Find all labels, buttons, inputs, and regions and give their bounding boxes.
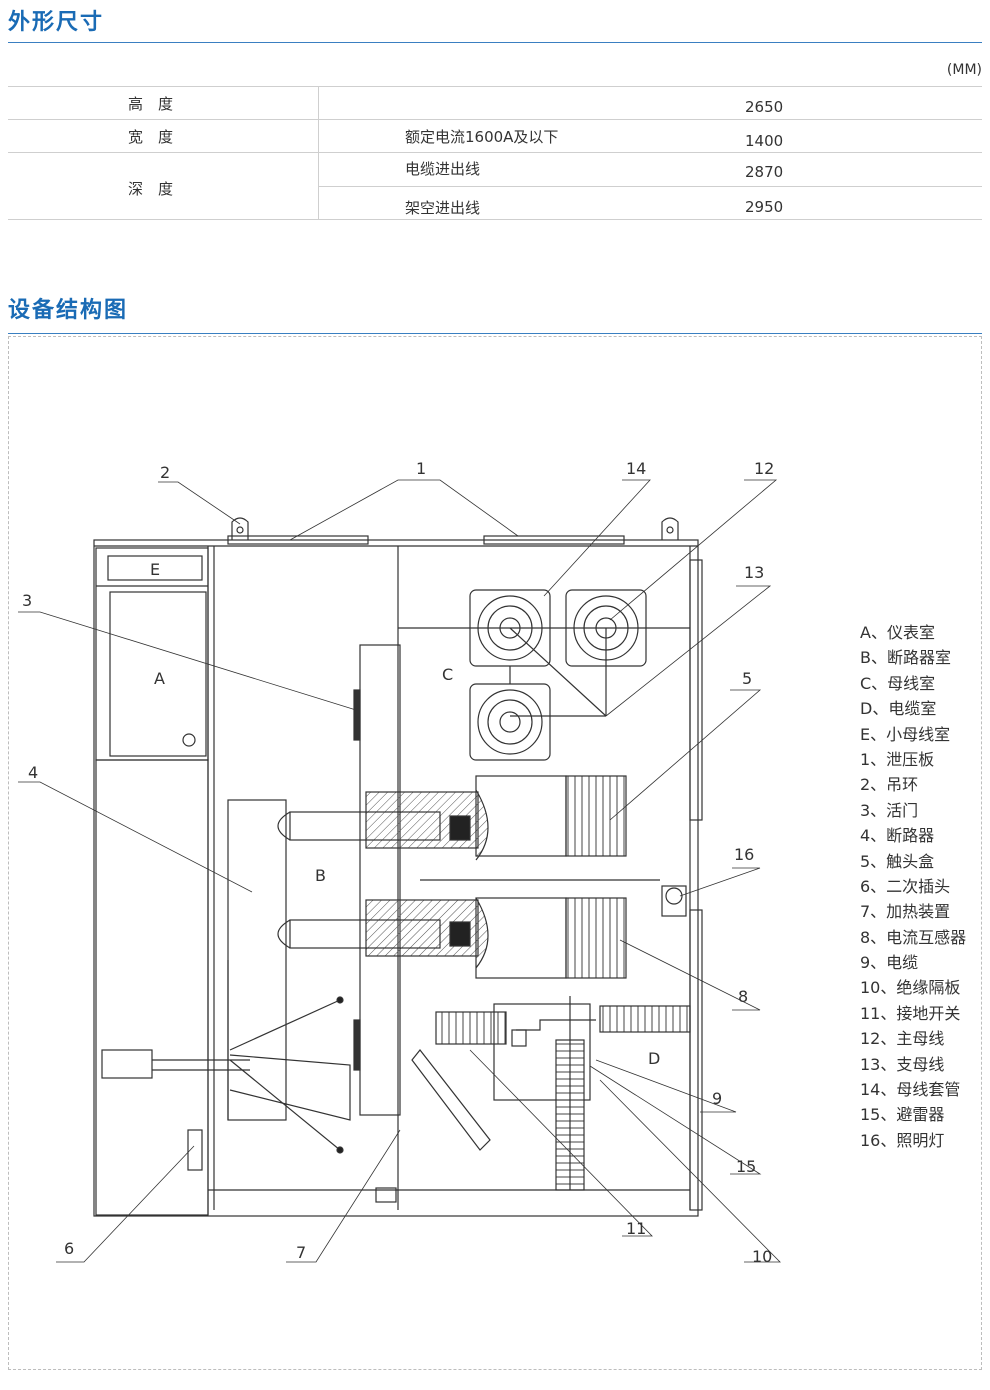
legend-item: 8、电流互感器 (860, 927, 967, 947)
breaker-body (227, 799, 287, 1121)
callout-1: 1 (416, 459, 426, 478)
dim-value-width: 1400 (745, 132, 784, 150)
callout-7: 7 (296, 1243, 306, 1262)
dim-label-depth: 深 度 (128, 180, 174, 198)
contact-boxes (277, 789, 489, 969)
section-title-structure: 设备结构图 (8, 298, 129, 323)
dim-label-width: 宽 度 (128, 128, 174, 146)
legend-item: 2、吊环 (860, 775, 919, 795)
earthing-switch (411, 1049, 491, 1151)
callout-9: 9 (712, 1089, 722, 1108)
callout-8: 8 (738, 987, 748, 1006)
shutter (359, 644, 401, 1116)
section-title-dimensions: 外形尺寸 (8, 10, 105, 35)
legend-item: B、断路器室 (860, 648, 951, 668)
legend-item: 16、照明灯 (860, 1130, 945, 1150)
legend-item: 13、支母线 (860, 1054, 945, 1074)
legend-item: 10、绝缘隔板 (860, 978, 961, 998)
bushings (469, 589, 647, 761)
lifting-ring-right (661, 517, 679, 540)
relief-plate-right (483, 535, 625, 545)
dim-value-height: 2650 (745, 98, 784, 116)
callout-leaders (18, 479, 781, 1263)
legend-item: 15、避雷器 (860, 1105, 945, 1125)
lamp (665, 887, 683, 905)
legend-item: 5、触头盒 (860, 851, 935, 871)
label-a: A (154, 669, 165, 688)
table-rule (318, 186, 982, 187)
secondary-plug (101, 1049, 153, 1079)
legend-item: 6、二次插头 (860, 876, 951, 896)
legend-item: 12、主母线 (860, 1029, 945, 1049)
cabinet-outline (93, 539, 699, 1217)
dim-condition-cable: 电缆进出线 (405, 160, 481, 178)
legend-item: 1、泄压板 (860, 749, 935, 769)
legend-item: E、小母线室 (860, 724, 951, 744)
callout-13: 13 (744, 563, 764, 582)
legend-item: C、母线室 (860, 673, 936, 693)
callout-11: 11 (626, 1219, 646, 1238)
legend: A、仪表室 B、断路器室 C、母线室 D、电缆室 E、小母线室 1、泄压板 2、… (860, 620, 985, 1153)
table-rule (8, 119, 982, 120)
legend-item: 3、活门 (860, 800, 919, 820)
dim-condition-width: 额定电流1600A及以下 (405, 128, 559, 146)
legend-item: 9、电缆 (860, 953, 919, 973)
legend-item: 14、母线套管 (860, 1080, 961, 1100)
callout-12: 12 (754, 459, 774, 478)
label-e: E (150, 560, 160, 579)
callout-2: 2 (160, 463, 170, 482)
callout-16: 16 (734, 845, 754, 864)
cable-chamber (493, 1003, 591, 1101)
callout-14: 14 (626, 459, 646, 478)
dim-condition-overhead: 架空进出线 (405, 199, 481, 217)
label-d: D (648, 1049, 660, 1068)
table-rule (8, 152, 982, 153)
unit-label: (MM) (946, 62, 982, 78)
table-rule (8, 219, 982, 220)
callout-3: 3 (22, 591, 32, 610)
callout-5: 5 (742, 669, 752, 688)
table-rule (8, 86, 982, 87)
callout-15: 15 (736, 1157, 756, 1176)
legend-item: 7、加热装置 (860, 902, 951, 922)
callout-6: 6 (64, 1239, 74, 1258)
dim-value-cable: 2870 (745, 163, 784, 181)
callout-10: 10 (752, 1247, 772, 1266)
table-divider (318, 86, 319, 220)
label-b: B (315, 866, 326, 885)
legend-item: 11、接地开关 (860, 1003, 961, 1023)
legend-item: A、仪表室 (860, 623, 935, 642)
callout-4: 4 (28, 763, 38, 782)
dim-value-overhead: 2950 (745, 198, 784, 216)
legend-item: 4、断路器 (860, 826, 935, 846)
legend-item: D、电缆室 (860, 699, 937, 719)
lifting-ring-left (231, 517, 249, 540)
dim-label-height: 高 度 (128, 95, 174, 113)
current-transformers (420, 775, 660, 979)
label-c: C (442, 665, 453, 684)
title-rule (8, 42, 982, 43)
title-rule (8, 333, 982, 334)
diagram-frame (8, 336, 982, 1370)
